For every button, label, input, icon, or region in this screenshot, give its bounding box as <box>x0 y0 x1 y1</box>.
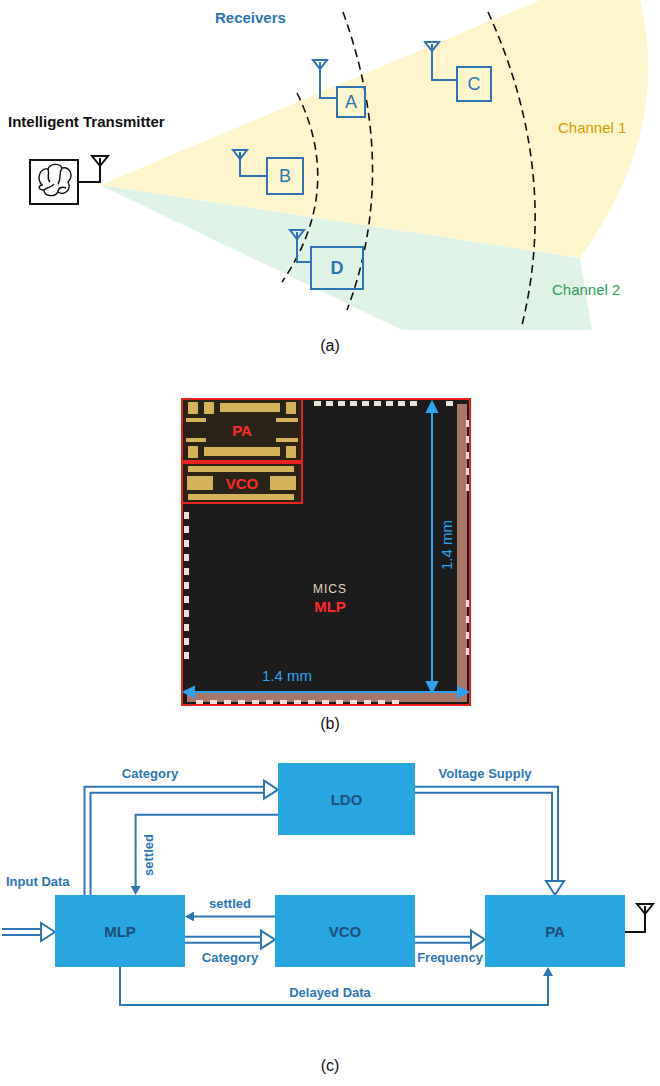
receiver-box: A <box>336 86 366 118</box>
node-text: MLP <box>104 923 136 940</box>
receiver-box: C <box>456 66 492 102</box>
arrow-head <box>543 967 553 976</box>
connector-line-inner <box>88 790 265 895</box>
pa-layout <box>183 400 301 460</box>
edge-label: Category <box>122 767 178 782</box>
brain-icon <box>39 164 71 195</box>
receiver-box: D <box>310 246 364 290</box>
connector <box>131 815 278 895</box>
dimension-label: 1.4 mm <box>262 667 312 684</box>
channel-label: Channel 1 <box>558 119 626 136</box>
pa-block: PA <box>485 895 625 967</box>
panel-label: (b) <box>320 715 340 733</box>
connector-line <box>415 936 471 944</box>
connector <box>185 931 275 949</box>
node-text: PA <box>232 422 252 439</box>
connector-line <box>194 916 275 918</box>
arrow-head <box>264 781 278 799</box>
transmitter-antenna <box>78 156 108 182</box>
edge-label: settled <box>209 897 251 912</box>
pa-circuitry <box>186 402 298 458</box>
dimension-arrows <box>184 402 468 697</box>
panel-label: (a) <box>320 337 340 355</box>
node-text: MLP <box>314 598 346 615</box>
pa-block: PA <box>181 398 303 462</box>
connector <box>415 931 485 949</box>
vco-block: VCO <box>181 462 303 504</box>
node-text: MICS <box>313 582 347 596</box>
seal-ring <box>187 404 462 697</box>
transmitter-box <box>30 160 78 204</box>
arrow-head <box>471 931 485 949</box>
node-text: PA <box>545 923 565 940</box>
node-text: C <box>468 74 481 95</box>
arrow-head <box>131 886 141 895</box>
range-arcs <box>282 12 535 325</box>
mlp-block: MLP <box>55 895 185 967</box>
node-text: D <box>331 258 344 279</box>
vco-layout <box>183 464 301 502</box>
transmitter-label: Intelligent Transmitter <box>8 113 165 130</box>
connector-line <box>88 790 265 895</box>
connector <box>120 967 553 1005</box>
dimension-label: 1.4 mm <box>438 520 455 570</box>
chip-die <box>181 398 471 706</box>
connector-line <box>185 936 261 944</box>
receivers-label: Receivers <box>215 9 286 26</box>
edge-label: Frequency <box>417 951 483 966</box>
connector-line-inner <box>415 938 471 942</box>
node-text: VCO <box>226 475 259 492</box>
channel-label: Channel 2 <box>552 281 620 298</box>
vco-circuitry <box>187 466 296 500</box>
edge-label: Category <box>202 951 258 966</box>
connector-line <box>136 815 278 886</box>
connector <box>88 781 279 895</box>
connector-line-inner <box>415 790 555 881</box>
ldo-block: LDO <box>278 763 415 835</box>
arrow-head <box>185 912 194 922</box>
arrow-head <box>546 881 564 895</box>
node-text: A <box>345 92 357 113</box>
vco-block: VCO <box>275 895 415 967</box>
chip-outline: MICS MLP PA VCO <box>181 398 471 706</box>
connector-line-inner <box>185 938 261 942</box>
output-antenna <box>625 904 653 932</box>
input-arrow-inner <box>0 930 43 934</box>
input-arrow-head <box>41 923 55 941</box>
connector-line <box>120 967 548 1005</box>
receiver-antennas <box>233 42 456 262</box>
edge-label: Delayed Data <box>289 986 371 1001</box>
signal-label: Input Data <box>6 875 70 890</box>
node-text: B <box>279 166 291 187</box>
connector <box>185 912 275 922</box>
connector <box>415 790 564 895</box>
receiver-box: B <box>266 157 304 195</box>
panel-label: (c) <box>321 1057 340 1075</box>
edge-label: settled <box>142 834 157 876</box>
connector-line <box>415 790 555 881</box>
node-text: VCO <box>329 923 362 940</box>
node-text: LDO <box>331 791 363 808</box>
arrow-head <box>261 931 275 949</box>
channel-2-beam <box>100 185 592 330</box>
edge-label: Voltage Supply <box>439 767 532 782</box>
bond-pads <box>184 401 470 704</box>
